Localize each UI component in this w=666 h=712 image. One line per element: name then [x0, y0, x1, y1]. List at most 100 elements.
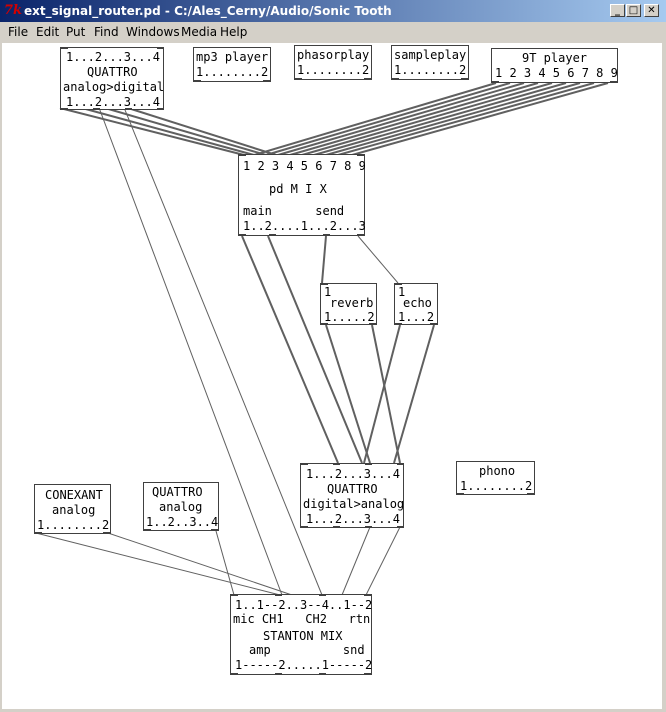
inlet[interactable]	[61, 47, 68, 49]
outlet[interactable]	[333, 526, 340, 528]
menu-file[interactable]: File	[8, 25, 29, 39]
outlet[interactable]	[157, 108, 164, 110]
menu-windows[interactable]: Windows	[126, 25, 180, 39]
window-frame-right	[662, 42, 666, 712]
mp3-player-name: mp3 player	[196, 50, 269, 64]
wire	[289, 82, 539, 156]
inlet[interactable]	[395, 283, 402, 285]
outlet[interactable]	[365, 526, 372, 528]
inlet[interactable]	[301, 463, 308, 465]
outlet[interactable]	[527, 493, 534, 495]
stanton-outlets-label: 1-----2.....1-----2	[235, 658, 373, 672]
inlet[interactable]	[239, 154, 246, 156]
outlet[interactable]	[125, 108, 132, 110]
quattro-digital-to-analog-object[interactable]: 1...2...3...4 QUATTRO digital>analog 1..…	[300, 463, 404, 528]
echo-object[interactable]: 1 echo 1...2	[394, 283, 438, 325]
outlet[interactable]	[492, 81, 499, 83]
wire	[341, 526, 371, 596]
outlet[interactable]	[144, 529, 151, 531]
reverb-object[interactable]: 1 reverb 1.....2	[320, 283, 377, 325]
wire	[241, 235, 339, 464]
outlet[interactable]	[357, 234, 364, 236]
outlet[interactable]	[263, 80, 270, 82]
wire-group-mix-to-quattro-out	[241, 235, 435, 464]
sampleplay-object[interactable]: sampleplay 1........2	[391, 45, 469, 80]
outlet[interactable]	[93, 108, 100, 110]
outlet[interactable]	[392, 78, 399, 80]
outlet[interactable]	[369, 323, 376, 325]
conexant-name: CONEXANT	[45, 488, 103, 502]
outlet[interactable]	[61, 108, 68, 110]
phono-name: phono	[479, 464, 516, 478]
pd-mix-subpatch[interactable]: 1 2 3 4 5 6 7 8 9 pd M I X main send 1..…	[238, 154, 366, 236]
maximize-button[interactable]: □	[626, 4, 641, 17]
outlet[interactable]	[610, 81, 617, 83]
inlet[interactable]	[365, 463, 372, 465]
outlet[interactable]	[301, 526, 308, 528]
mp3-player-object[interactable]: mp3 player 1........2	[193, 47, 271, 82]
9t-player-object[interactable]: 9T player 1 2 3 4 5 6 7 8 9	[491, 48, 618, 83]
quattro-out-inlets-label: 1...2...3...4	[306, 467, 400, 481]
inlet[interactable]	[397, 463, 404, 465]
quattro-analog-name: QUATTRO	[152, 485, 203, 499]
inlet[interactable]	[319, 594, 326, 596]
outlet[interactable]	[461, 78, 468, 80]
outlet[interactable]	[395, 323, 402, 325]
menu-find[interactable]: Find	[94, 25, 119, 39]
stanton-amp-snd-label: amp snd	[249, 643, 365, 657]
title-bar[interactable]: 7k ext_signal_router.pd - C:/Ales_Cerny/…	[0, 0, 666, 22]
menu-media[interactable]: Media	[181, 25, 218, 39]
outlet[interactable]	[364, 78, 371, 80]
stanton-mix-object[interactable]: 1..1--2..3--4..1--2 mic CH1 CH2 rtn STAN…	[230, 594, 372, 675]
window-title: ext_signal_router.pd - C:/Ales_Cerny/Aud…	[24, 4, 392, 18]
wire-group-quattro-to-mix	[59, 107, 277, 156]
phono-object[interactable]: phono 1........2	[456, 461, 535, 495]
menu-help[interactable]: Help	[220, 25, 248, 39]
conexant-analog-object[interactable]: CONEXANT analog 1........2	[34, 484, 111, 534]
mix-main-send-label: main send	[243, 204, 345, 218]
inlet[interactable]	[357, 154, 364, 156]
outlet[interactable]	[103, 532, 110, 534]
outlet[interactable]	[323, 234, 330, 236]
inlet[interactable]	[364, 594, 371, 596]
minimize-button[interactable]: _	[610, 4, 625, 17]
wire	[81, 107, 255, 156]
menu-put[interactable]: Put	[66, 25, 86, 39]
outlet[interactable]	[457, 493, 464, 495]
wire	[365, 526, 401, 596]
outlet[interactable]	[397, 526, 404, 528]
quattro-analog-object[interactable]: QUATTRO analog 1..2..3..4	[143, 482, 219, 531]
mix-name: pd M I X	[269, 182, 327, 196]
menu-edit[interactable]: Edit	[36, 25, 60, 39]
inlet[interactable]	[333, 463, 340, 465]
wire	[313, 82, 567, 156]
outlet[interactable]	[321, 323, 328, 325]
quattro-out-desc: digital>analog	[303, 497, 405, 511]
patch-canvas[interactable]: 1...2...3...4 QUATTRO analog>digital 1..…	[2, 43, 662, 709]
inlet[interactable]	[157, 47, 164, 49]
inlet[interactable]	[231, 594, 238, 596]
quattro-analog-to-digital-object[interactable]: 1...2...3...4 QUATTRO analog>digital 1..…	[60, 47, 164, 110]
outlet[interactable]	[269, 234, 276, 236]
close-button[interactable]: ✕	[644, 4, 659, 17]
outlet[interactable]	[364, 673, 371, 675]
window-frame-bottom	[0, 709, 666, 712]
wire	[351, 82, 609, 156]
outlet[interactable]	[194, 80, 201, 82]
outlet[interactable]	[275, 673, 282, 675]
outlet[interactable]	[295, 78, 302, 80]
wire-group-9t-to-mix	[253, 82, 609, 156]
sampleplay-name: sampleplay	[394, 48, 467, 62]
quattro-in-name: QUATTRO	[87, 65, 138, 79]
outlet[interactable]	[430, 323, 437, 325]
inlet[interactable]	[275, 594, 282, 596]
phasorplay-object[interactable]: phasorplay 1........2	[294, 45, 372, 80]
outlet[interactable]	[319, 673, 326, 675]
outlet[interactable]	[239, 234, 246, 236]
reverb-outlets-label: 1.....2	[324, 310, 375, 324]
outlet[interactable]	[231, 673, 238, 675]
9t-player-name: 9T player	[522, 51, 588, 65]
inlet[interactable]	[321, 283, 328, 285]
outlet[interactable]	[211, 529, 218, 531]
outlet[interactable]	[35, 532, 42, 534]
